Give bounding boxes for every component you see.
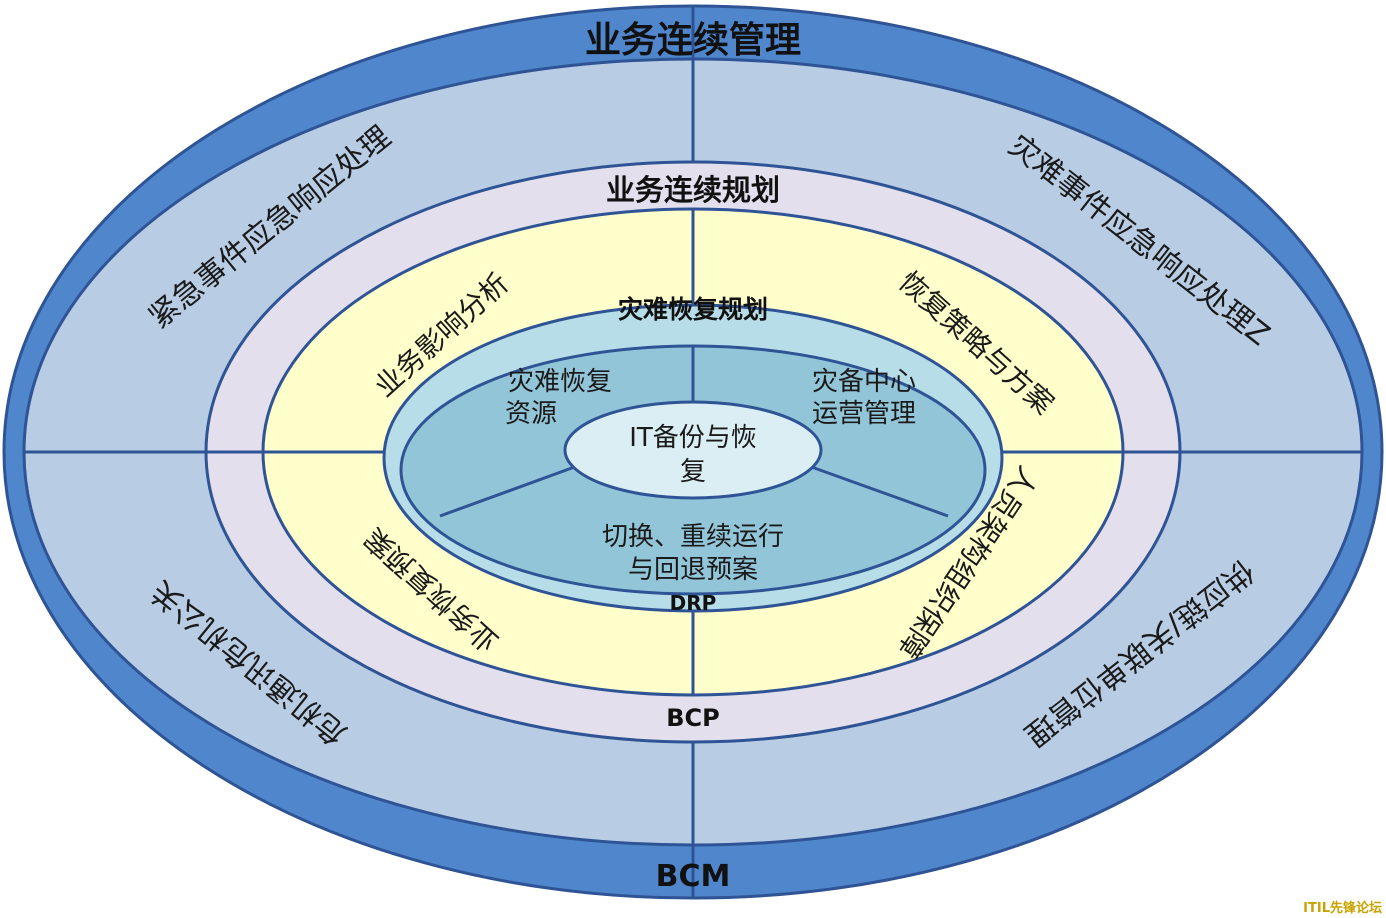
drp-abbr: DRP: [670, 591, 717, 615]
drp-sector-right-line2: 运营管理: [812, 399, 916, 429]
watermark: ITIL先锋论坛: [1303, 900, 1382, 916]
core-ellipse: [563, 400, 823, 500]
drp-sector-left-line2: 资源: [505, 399, 557, 429]
core-label-line2: 复: [680, 457, 706, 487]
drp-divider-right: [805, 463, 949, 518]
core-label-line1: IT备份与恢: [629, 423, 757, 453]
drp-divider-left: [439, 463, 581, 518]
drp-title: 灾难恢复规划: [618, 295, 768, 324]
drp-sector-left-line1: 灾难恢复: [508, 367, 612, 397]
drp-sector-bottom-line2: 与回退预案: [628, 555, 758, 585]
bcm-title: 业务连续管理: [585, 20, 801, 61]
bcp-abbr: BCP: [666, 704, 720, 732]
drp-sector-bottom-line1: 切换、重续运行: [602, 522, 784, 552]
drp-sector-right-line1: 灾备中心: [812, 367, 916, 397]
bcm-abbr: BCM: [656, 859, 731, 894]
bcp-title: 业务连续规划: [606, 173, 780, 207]
